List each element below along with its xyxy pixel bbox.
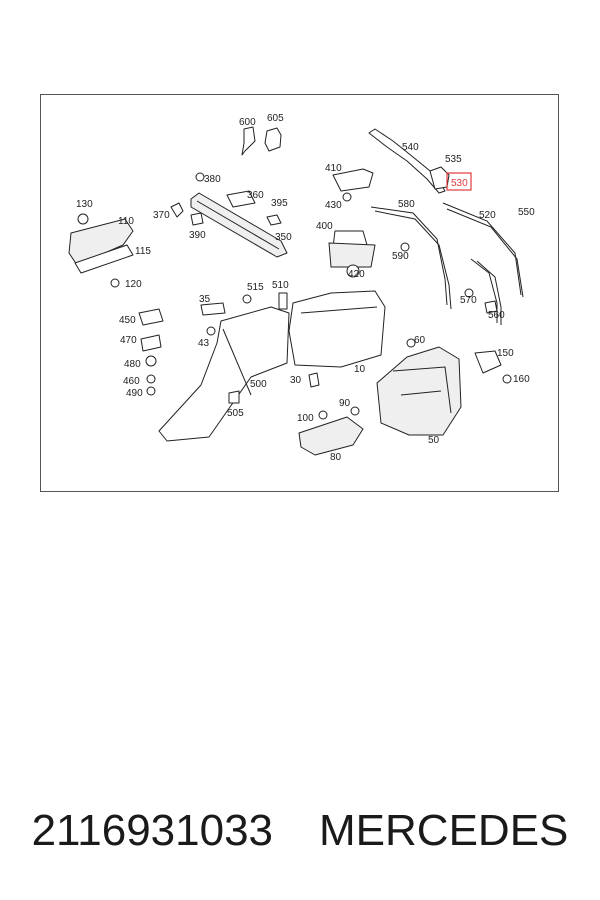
- part-label: 480: [124, 359, 141, 370]
- caption: 2116931033 MERCEDES: [0, 796, 600, 866]
- part-label: 540: [402, 142, 419, 153]
- part-label: 450: [119, 315, 136, 326]
- part-label: 390: [189, 230, 206, 241]
- parts-diagram-frame: 600 605 540 535 410 380 360 130 370 395 …: [40, 94, 559, 492]
- part-label: 460: [123, 376, 140, 387]
- part-label: 580: [398, 199, 415, 210]
- part-label: 350: [275, 232, 292, 243]
- part-label: 30: [290, 375, 302, 386]
- part-label: 535: [445, 154, 462, 165]
- part-label: 560: [488, 310, 505, 321]
- part-label: 60: [414, 335, 426, 346]
- part-label: 150: [497, 348, 514, 359]
- part-label: 360: [247, 190, 264, 201]
- highlight-box: [446, 172, 472, 191]
- part-label: 515: [247, 282, 264, 293]
- part-number: 2116931033: [31, 806, 274, 855]
- part-label: 115: [135, 246, 151, 257]
- part-label: 130: [76, 199, 93, 210]
- part-label: 50: [428, 435, 440, 446]
- part-label: 570: [460, 295, 477, 306]
- part-label: 600: [239, 117, 256, 128]
- part-label: 370: [153, 210, 170, 221]
- part-label: 510: [272, 280, 289, 291]
- part-label: 430: [325, 200, 342, 211]
- part-label: 120: [125, 279, 142, 290]
- part-label: 500: [250, 379, 267, 390]
- part-label: 410: [325, 163, 342, 174]
- parts-diagram: 600 605 540 535 410 380 360 130 370 395 …: [68, 113, 535, 463]
- part-label: 490: [126, 388, 143, 399]
- part-shapes: [68, 126, 524, 456]
- part-label: 605: [267, 113, 284, 124]
- part-label: 400: [316, 221, 333, 232]
- part-label: 380: [204, 174, 221, 185]
- part-label: 160: [513, 374, 530, 385]
- part-label: 590: [392, 251, 409, 262]
- part-labels: 600 605 540 535 410 380 360 130 370 395 …: [76, 113, 535, 463]
- part-label: 90: [339, 398, 351, 409]
- part-label: 80: [330, 452, 342, 463]
- part-label: 550: [518, 207, 535, 218]
- part-label: 10: [354, 364, 366, 375]
- part-label: 43: [198, 338, 210, 349]
- part-label: 110: [118, 216, 134, 227]
- part-label: 395: [271, 198, 288, 209]
- part-label: 470: [120, 335, 137, 346]
- part-label: 35: [199, 294, 211, 305]
- part-label: 505: [227, 408, 244, 419]
- part-label: 420: [348, 269, 365, 280]
- highlighted-part-callout: 530: [446, 172, 472, 191]
- part-label: 520: [479, 210, 496, 221]
- brand-name: MERCEDES: [319, 806, 569, 855]
- part-label: 100: [297, 413, 314, 424]
- highlighted-part-label: 530: [451, 178, 468, 189]
